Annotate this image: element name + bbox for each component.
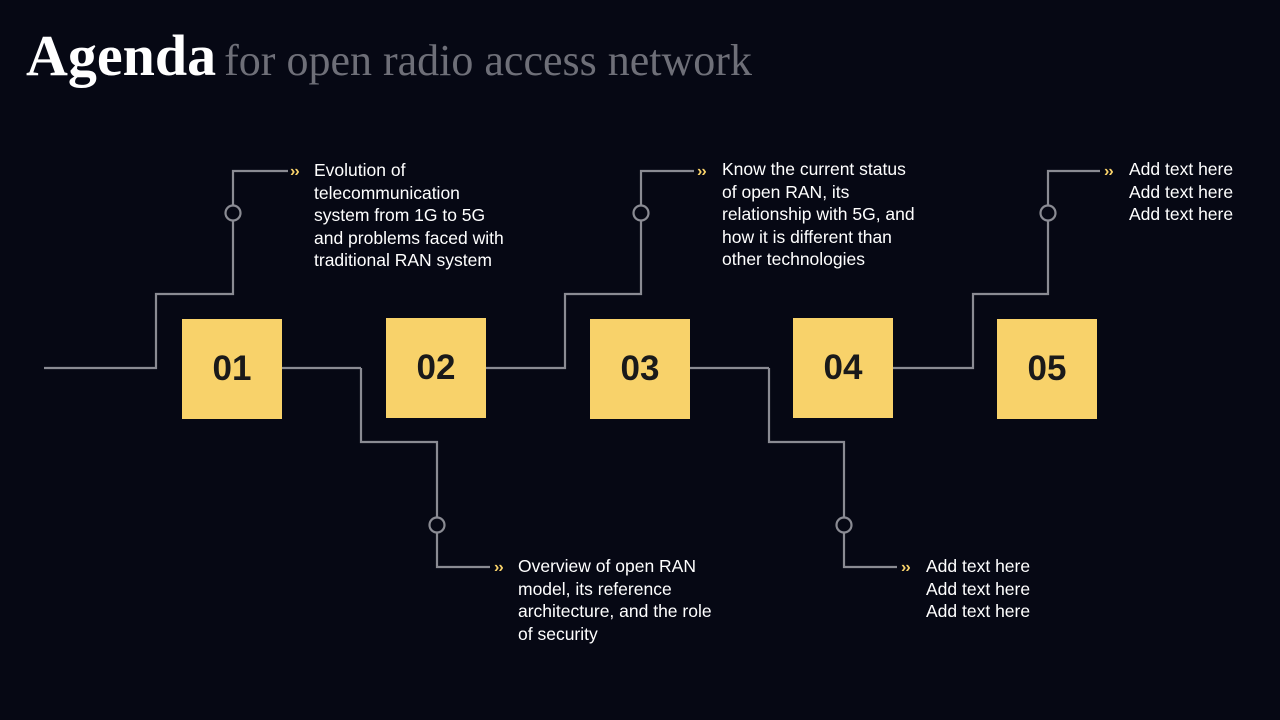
agenda-number-03: 03 <box>620 349 660 388</box>
agenda-box-01: 01 <box>182 319 282 419</box>
agenda-text-line: Add text here <box>926 578 1031 599</box>
connector-main <box>44 219 235 370</box>
connector-04-05 <box>893 219 1050 370</box>
agenda-text-line: model, its reference <box>518 578 672 599</box>
agenda-text-04: Add text here Add text here Add text her… <box>926 555 1156 623</box>
agenda-text-line: how it is different than <box>722 226 892 247</box>
agenda-text-line: Add text here <box>1129 181 1234 202</box>
title-strong: Agenda <box>26 23 217 88</box>
agenda-text-line: Overview of open RAN <box>518 556 696 576</box>
node-circle-04 <box>835 516 853 534</box>
agenda-box-05: 05 <box>997 319 1097 419</box>
agenda-text-line: system from 1G to 5G <box>314 205 486 225</box>
agenda-text-03: Know the current status of open RAN, its… <box>722 158 952 271</box>
agenda-number-04: 04 <box>823 348 863 387</box>
connector-03-down <box>767 368 846 518</box>
agenda-text-line: other technologies <box>722 249 866 269</box>
leader-02 <box>435 531 490 569</box>
chevron-right-icon: ›› <box>1104 163 1114 180</box>
connector-01-down <box>359 368 439 518</box>
agenda-text-line: Know the current status <box>722 159 906 179</box>
agenda-text-01: Evolution of telecommunication system fr… <box>314 159 544 272</box>
node-circle-02 <box>428 516 446 534</box>
agenda-text-02: Overview of open RAN model, its referenc… <box>518 555 748 645</box>
chevron-right-icon: ›› <box>494 559 504 576</box>
agenda-text-line: relationship with 5G, and <box>722 204 915 224</box>
agenda-text-line: Add text here <box>926 556 1031 576</box>
leader-01 <box>231 169 288 206</box>
agenda-text-05: Add text here Add text here Add text her… <box>1129 158 1269 226</box>
agenda-box-03: 03 <box>590 319 690 419</box>
agenda-text-line: of open RAN, its <box>722 181 850 202</box>
node-circle-05 <box>1039 204 1057 222</box>
agenda-text-line: architecture, and the role <box>518 601 712 621</box>
agenda-number-01: 01 <box>212 349 252 388</box>
connector-02-03 <box>486 219 643 370</box>
agenda-text-line: Add text here <box>1129 159 1234 179</box>
agenda-number-02: 02 <box>416 348 456 387</box>
leader-03 <box>639 169 694 206</box>
chevron-right-icon: ›› <box>901 559 911 576</box>
node-circle-01 <box>224 204 242 222</box>
title-light: for open radio access network <box>224 36 752 85</box>
leader-05 <box>1046 169 1100 206</box>
agenda-text-line: and problems faced with <box>314 227 504 248</box>
leader-04 <box>842 531 897 569</box>
chevron-right-icon: ›› <box>290 163 300 180</box>
agenda-box-02: 02 <box>386 318 486 418</box>
chevron-right-icon: ›› <box>697 163 707 180</box>
agenda-text-line: telecommunication <box>314 182 460 203</box>
agenda-text-line: Evolution of <box>314 160 406 180</box>
slide-title: Agenda for open radio access network <box>26 22 752 89</box>
node-circle-03 <box>632 204 650 222</box>
agenda-text-line: traditional RAN system <box>314 250 492 270</box>
agenda-box-04: 04 <box>793 318 893 418</box>
agenda-text-line: of security <box>518 623 598 644</box>
agenda-text-line: Add text here <box>1129 204 1234 224</box>
agenda-text-line: Add text here <box>926 601 1031 621</box>
agenda-number-05: 05 <box>1027 349 1067 388</box>
